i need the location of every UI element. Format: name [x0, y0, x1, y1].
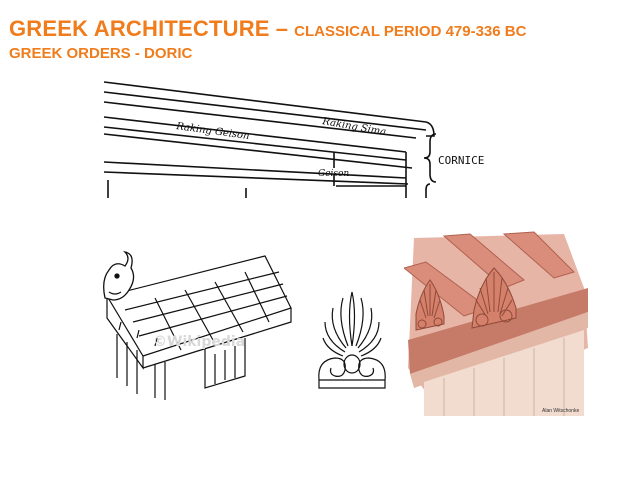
illustration-credit: Alan Witschonke [542, 408, 579, 414]
antefix-left-icon [415, 279, 445, 331]
antefix-right-icon [471, 267, 517, 329]
colored-roof-svg: Alan Witschonke [404, 228, 588, 416]
roof-sketch: ©Wikipedia [95, 238, 295, 403]
antefix-svg [318, 291, 386, 389]
cornice-diagram: Raking Sima Raking Geison Geison CORNICE [96, 72, 496, 200]
title-period: CLASSICAL PERIOD 479-336 BC [294, 23, 527, 40]
watermark: ©Wikipedia [153, 334, 245, 350]
slide-title: GREEK ARCHITECTURE – CLASSICAL PERIOD 47… [9, 16, 526, 42]
label-geison: Geison [318, 169, 349, 179]
colored-roof-illustration: Alan Witschonke [404, 228, 588, 416]
label-cornice: CORNICE [438, 154, 484, 167]
lion-head-icon [103, 250, 135, 301]
title-dash: – [269, 16, 295, 41]
cornice-drawing: Raking Sima Raking Geison Geison CORNICE [103, 81, 484, 198]
roof-drawing: ©Wikipedia [103, 250, 292, 400]
title-main: GREEK ARCHITECTURE [9, 16, 270, 41]
slide-subtitle: GREEK ORDERS - DORIC [9, 45, 193, 62]
antefix-drawing [313, 284, 391, 392]
label-raking-sima: Raking Sima [320, 116, 386, 138]
